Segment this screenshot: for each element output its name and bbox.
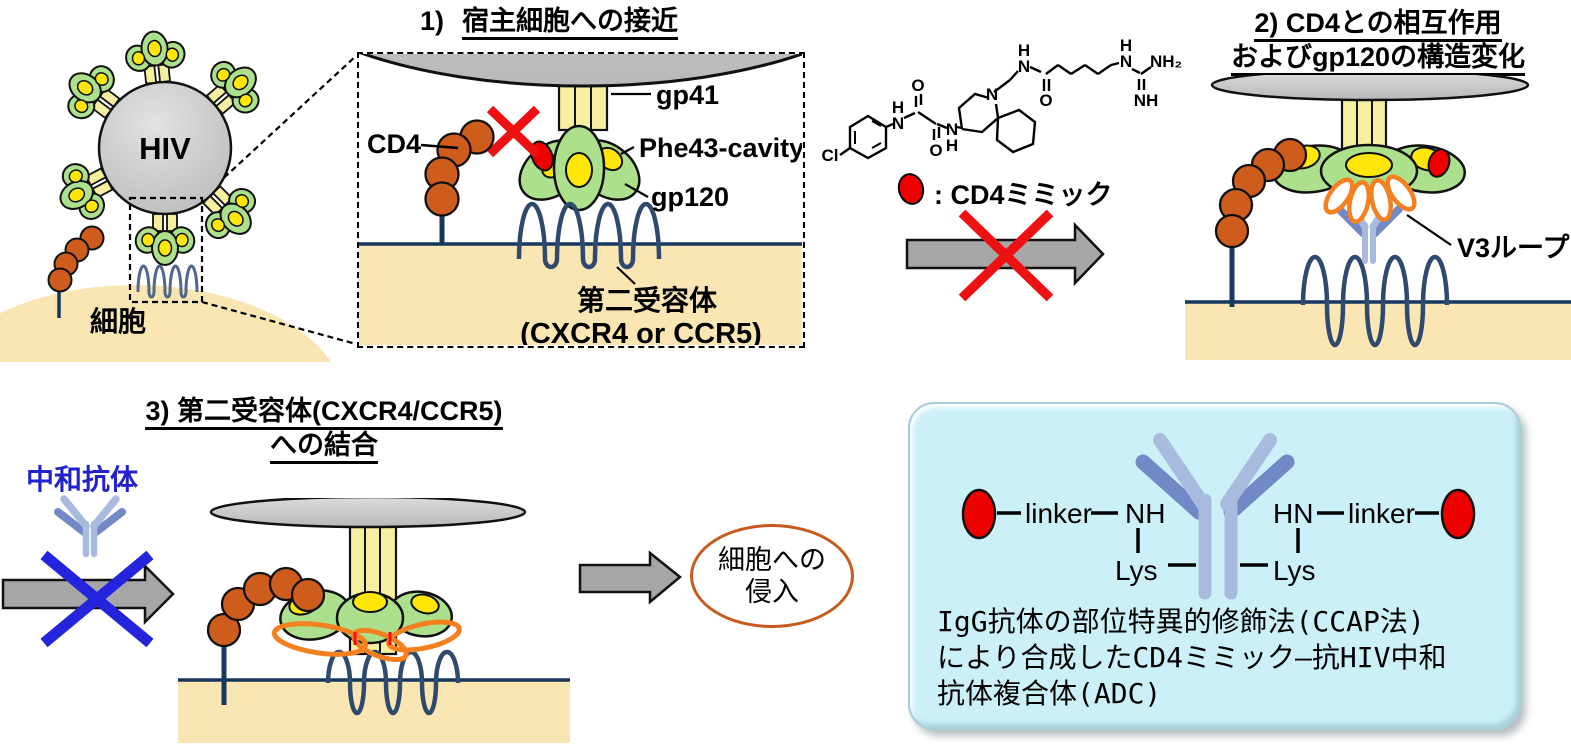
chem-h-label: H: [1018, 41, 1030, 60]
chem-h-label: H: [946, 136, 958, 155]
cell-entry-ellipse: 細胞への 侵入: [690, 524, 854, 628]
chem-n-label: N: [892, 114, 904, 133]
coreceptor-squiggle-icon: [1300, 254, 1450, 348]
panel2-cd4-interaction-diagram: V3ループ: [1185, 75, 1571, 360]
panel1-title: 1) 宿主細胞への接近: [420, 4, 679, 40]
blue-cross-icon: [40, 550, 154, 648]
cd4-receptor: [47, 225, 105, 318]
entry-line1: 細胞への: [718, 545, 826, 575]
bond-lines: [997, 511, 1439, 567]
gp41-label: gp41: [656, 80, 719, 110]
entry-arrow: [578, 550, 682, 605]
gp120-trimer: [518, 124, 641, 212]
cell-label: 細胞: [90, 305, 146, 337]
neutralizing-antibody-label: 中和抗体: [26, 464, 139, 495]
linker-left-label: linker: [1025, 498, 1092, 529]
host-cell-body: [0, 285, 332, 362]
phe43-leader-line: [620, 146, 635, 155]
fusion-marks: [353, 632, 392, 645]
hn-right-label: HN: [1273, 498, 1313, 529]
arrow-right-icon: [578, 550, 682, 605]
cd4-receptor: [1214, 137, 1308, 307]
cd4-mimic-icon: [961, 488, 997, 540]
v3-leader-line: [1406, 214, 1452, 246]
cd4-mimic-chemical-structure: Cl N H O O N H N N H O N H NH₂ NH: [822, 36, 1183, 165]
host-cell: [1185, 303, 1571, 360]
entry-line2: 侵入: [745, 577, 799, 607]
adc-summary-box: [908, 402, 1521, 730]
red-cross-icon: [958, 210, 1054, 302]
panel3-coreceptor-binding-diagram: [178, 498, 570, 743]
gp120-leader-line: [624, 183, 649, 198]
coreceptor-squiggle-icon: [136, 264, 199, 299]
viral-membrane: [209, 498, 527, 529]
coreceptor-label-2: (CXCR4 or CCR5): [520, 318, 762, 345]
panel2-title: 2) CD4との相互作用 およびgp120の構造変化: [1185, 6, 1571, 76]
host-cell: [359, 245, 802, 345]
v3-loops: [1323, 174, 1417, 224]
adc-caption-line2: により合成したCD4ミミック–抗HIV中和: [937, 641, 1447, 674]
chem-o-label: O: [911, 76, 924, 95]
viral-membrane: [268, 0, 898, 88]
adc-caption: IgG抗体の部位特異的修飾法(CCAP法) により合成したCD4ミミック–抗HI…: [937, 604, 1512, 712]
chem-n-label: N: [986, 85, 998, 104]
zoom-region-box: [128, 196, 204, 304]
coreceptor-squiggle-icon: [516, 201, 662, 270]
cd4-mimic-legend: : CD4ミミック: [934, 180, 1113, 210]
igg-antibody-icon: [1135, 433, 1295, 600]
blocked-arrow: [905, 210, 1105, 302]
blocked-arrow-antibody: [1, 550, 175, 648]
v3-label: V3ループ: [1457, 233, 1570, 263]
linker-right-label: linker: [1348, 498, 1415, 529]
panel1-approach-diagram: CD4 gp41 Phe43-cavity gp120 第二受容体 (CXCR4…: [268, 0, 898, 350]
phe43-label: Phe43-cavity: [639, 133, 802, 163]
panel3-title-line1: 3) 第二受容体(CXCR4/CCR5): [145, 396, 503, 430]
cd4-receptor: [206, 566, 326, 705]
cd4-mimic-icon: [894, 170, 928, 208]
chem-h-label: H: [1120, 36, 1132, 55]
blocked-cross-icon: [486, 105, 541, 158]
chem-h-label: H: [892, 98, 904, 117]
gp41-stalk: [1340, 91, 1388, 151]
chem-o-label: O: [1039, 91, 1052, 110]
panel1-number: 1): [420, 6, 445, 36]
zoom-connector-top: [201, 55, 357, 199]
chem-cl-label: Cl: [822, 146, 839, 165]
cd4-label: CD4: [367, 129, 421, 159]
chem-nh2-label: NH₂: [1150, 52, 1182, 71]
zoom-connector-bottom: [201, 300, 357, 346]
chem-nh-label: NH: [1134, 91, 1159, 110]
coreceptor-squiggle-icon: [325, 649, 461, 716]
panel1-title-text: 宿主細胞への接近: [462, 6, 679, 40]
lys-right-label: Lys: [1273, 555, 1316, 586]
adc-schematic: linker NH Lys Lys HN linker: [961, 433, 1476, 600]
nh-left-label: NH: [1125, 498, 1165, 529]
viral-membrane: [1210, 75, 1530, 102]
panel3-title: 3) 第二受容体(CXCR4/CCR5) への結合: [128, 394, 520, 464]
gp120-label: gp120: [651, 182, 729, 212]
cd4-mimic-bound-icon: [1427, 148, 1451, 178]
chem-o-label: O: [929, 141, 942, 160]
cd4-mimic-icon: [1440, 488, 1476, 540]
panel3-title-line2: への結合: [270, 430, 378, 464]
coreceptor-leader-line: [616, 266, 636, 285]
hiv-label: HIV: [139, 131, 191, 166]
lys-left-label: Lys: [1115, 555, 1158, 586]
coreceptor-label-1: 第二受容体: [577, 284, 718, 316]
panel2-title-line2: およびgp120の構造変化: [1230, 42, 1526, 76]
cd4-leader-line: [420, 143, 459, 150]
chem-n-label: N: [1018, 57, 1030, 76]
panel2-title-line1: 2) CD4との相互作用: [1254, 8, 1502, 42]
adc-caption-line3: 抗体複合体(ADC): [937, 677, 1162, 710]
hiv-overview-diagram: HIV 細胞: [0, 27, 357, 362]
host-cell: [178, 681, 570, 743]
neutralizing-antibody-icon: [54, 495, 126, 558]
chem-n-label: N: [1120, 52, 1132, 71]
adc-caption-line1: IgG抗体の部位特異的修飾法(CCAP法): [937, 605, 1425, 638]
chem-n-label: N: [946, 120, 958, 139]
